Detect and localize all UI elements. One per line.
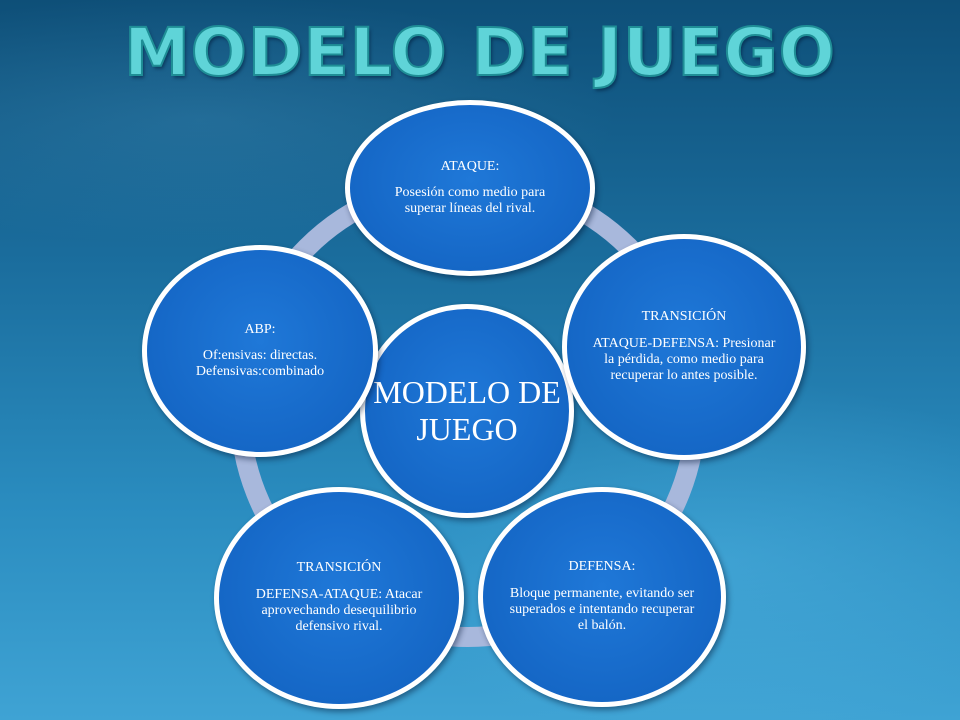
node-abp-heading: ABP: [244, 321, 276, 337]
node-defensa: DEFENSA: Bloque permanente, evitando ser… [478, 487, 726, 707]
node-ataque-heading: ATAQUE: [440, 158, 500, 174]
center-node: MODELO DE JUEGO [360, 304, 574, 518]
center-node-label: MODELO DE JUEGO [373, 374, 561, 447]
node-abp-text: Of:ensivas: directas. Defensivas:combina… [195, 348, 325, 380]
node-defensa-text: Bloque permanente, evitando ser superado… [509, 586, 695, 634]
node-abp: ABP: Of:ensivas: directas. Defensivas:co… [142, 245, 378, 457]
node-transicion-ad-text: ATAQUE-DEFENSA: Presionar la pérdida, co… [592, 336, 776, 384]
node-ataque-text: Posesión como medio para superar líneas … [394, 185, 546, 217]
page-title: MODELO DE JUEGO [123, 13, 836, 92]
node-transicion-defensa-ataque: TRANSICIÓN DEFENSA-ATAQUE: Atacar aprove… [214, 487, 464, 709]
node-transicion-da-heading: TRANSICIÓN [296, 560, 382, 576]
node-defensa-heading: DEFENSA: [568, 559, 636, 575]
node-ataque: ATAQUE: Posesión como medio para superar… [345, 100, 595, 276]
node-transicion-ataque-defensa: TRANSICIÓN ATAQUE-DEFENSA: Presionar la … [562, 234, 806, 460]
node-transicion-da-text: DEFENSA-ATAQUE: Atacar aprovechando dese… [255, 587, 423, 635]
node-transicion-ad-heading: TRANSICIÓN [641, 309, 727, 325]
